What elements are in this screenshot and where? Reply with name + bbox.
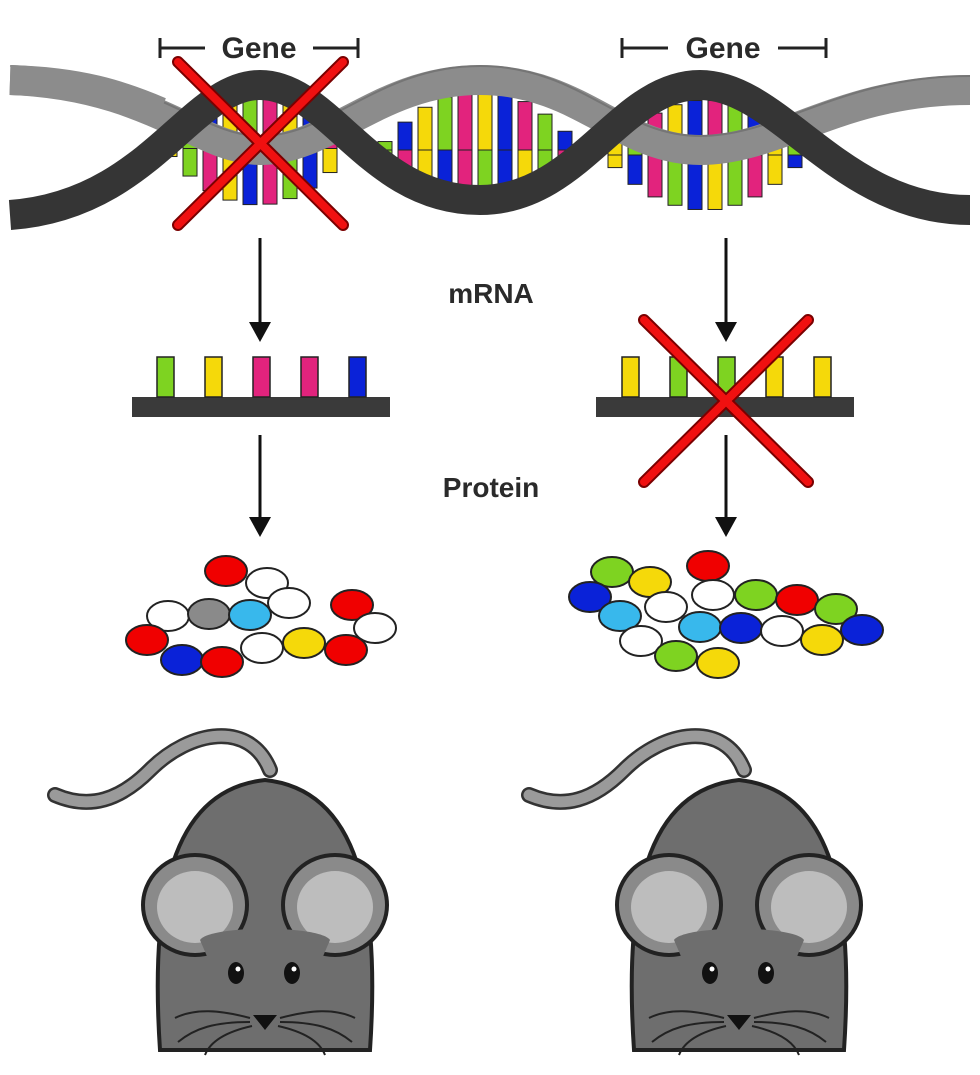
protein-bead [686,550,730,582]
protein-bead [187,598,231,630]
base-pair-top [517,101,533,151]
protein-bead [125,624,169,656]
mrna-strand-left [132,356,390,417]
base-pair-bottom [767,154,783,185]
protein-bead [814,593,858,625]
base-pair-bottom [322,148,338,174]
protein-bead [353,612,397,644]
protein-bead [719,612,763,644]
base-pair-top [417,106,433,151]
protein-cluster-right [568,550,884,679]
mrna-base [252,356,271,398]
gene-marker-right: Gene [620,32,828,65]
base-pair-bottom [607,154,623,169]
gene-label-right: Gene [685,32,760,65]
gene-label-left: Gene [221,32,296,65]
mrna-base [204,356,223,398]
gene-marker-left: Gene [158,32,360,65]
protein-bead [240,632,284,664]
base-pair-top [437,96,453,151]
mouse-icon [521,728,863,1056]
protein-bead [267,587,311,619]
protein-bead [734,579,778,611]
protein-bead [691,579,735,611]
base-pair-bottom [627,154,643,185]
protein-bead [678,611,722,643]
mrna-base [300,356,319,398]
protein-bead [619,625,663,657]
base-pair-bottom [647,154,663,198]
protein-bead [282,627,326,659]
base-pair-top [537,113,553,151]
base-pair-top [397,121,413,151]
arrow-dna-to-mrna-right [715,238,737,342]
base-pair-bottom [787,154,803,169]
protein-bead [568,581,612,613]
base-pair-bottom [727,154,743,206]
protein-bead [598,600,642,632]
mouse-icon [47,728,389,1056]
protein-bead [654,640,698,672]
mrna-base [348,356,367,398]
mrna-base [156,356,175,398]
protein-bead [840,614,884,646]
base-pair-bottom [182,148,198,177]
protein-bead [160,644,204,676]
protein-bead [228,599,272,631]
protein-bead [200,646,244,678]
protein-label: Protein [443,472,539,503]
protein-bead [204,555,248,587]
mrna-base [813,356,832,398]
mrna-base [621,356,640,398]
x-mark-icon [172,56,349,231]
protein-bead [324,634,368,666]
protein-bead [696,647,740,679]
protein-bead [800,624,844,656]
protein-bead [330,589,374,621]
protein-cluster-left [125,555,397,678]
dna-strand-dark [8,69,971,230]
mrna-label: mRNA [448,278,534,309]
protein-bead [760,615,804,647]
base-pair-top [457,90,473,151]
dna-helix [8,64,971,230]
x-mark-icon [638,314,814,488]
arrow-mrna-to-protein-left [249,435,271,537]
protein-bead [644,591,688,623]
base-pair-bottom [747,154,763,198]
base-pair-top [477,89,493,151]
base-pair-top [497,93,513,151]
arrow-mrna-to-protein-right [715,435,737,537]
arrow-dna-to-mrna-left [249,238,271,342]
protein-bead [775,584,819,616]
